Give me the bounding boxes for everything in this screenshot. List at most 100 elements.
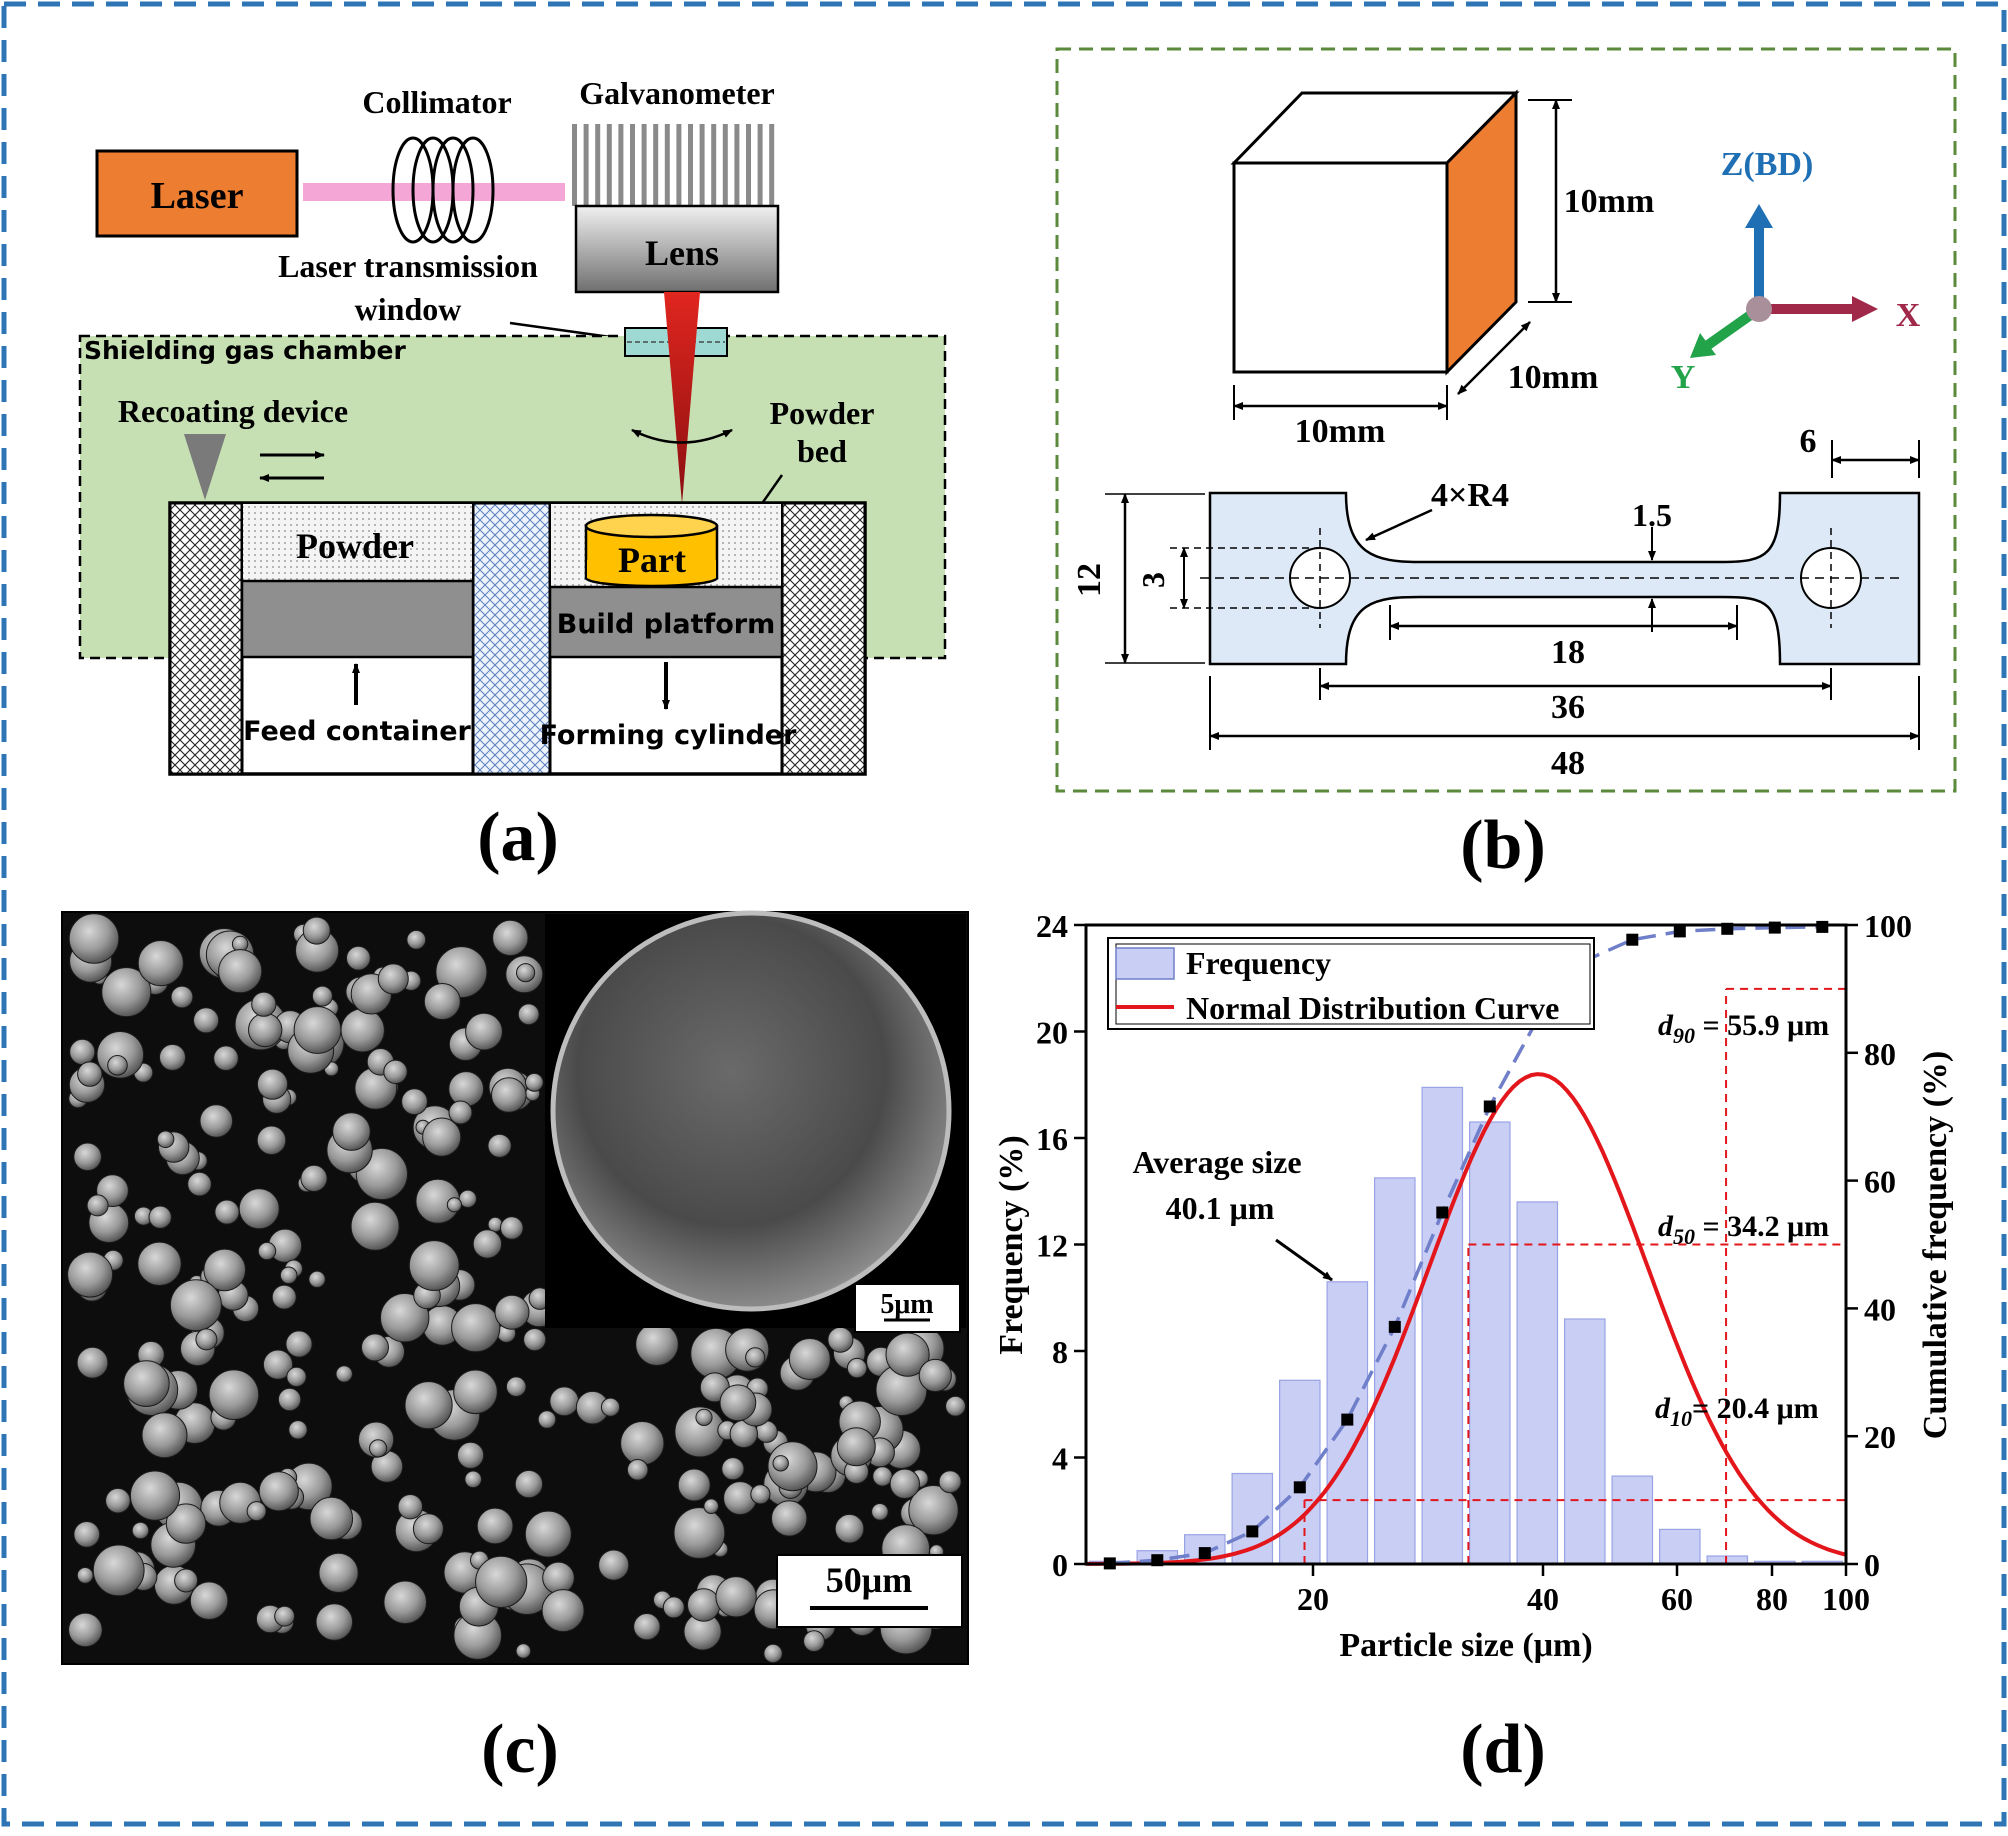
frequency-bar bbox=[1563, 1318, 1606, 1565]
powder-particle bbox=[524, 1072, 544, 1092]
powder-particle bbox=[662, 1596, 685, 1619]
d90-label: d90 = 55.9 μm bbox=[1658, 1009, 1829, 1048]
y2-tick-label: 40 bbox=[1864, 1291, 1896, 1327]
y2-tick-label: 80 bbox=[1864, 1036, 1896, 1072]
powder-particle bbox=[406, 929, 427, 950]
powder-particle bbox=[73, 1521, 101, 1548]
cumulative-curve bbox=[1109, 925, 1823, 1566]
powder-particle bbox=[369, 1439, 388, 1458]
total-dim-label: 48 bbox=[1551, 745, 1585, 782]
powder-particle bbox=[620, 1421, 665, 1466]
powder-particle bbox=[159, 1043, 186, 1071]
y-tick-label: 12 bbox=[1036, 1228, 1068, 1264]
x-tick-label: 40 bbox=[1527, 1581, 1559, 1617]
cube-depth-label: 10mm bbox=[1508, 359, 1599, 396]
frequency-bar bbox=[1278, 1379, 1321, 1565]
powder-particle bbox=[68, 1612, 103, 1648]
powder-particle bbox=[189, 1581, 229, 1620]
powder-label: Powder bbox=[296, 526, 414, 566]
y-tick-label: 24 bbox=[1036, 908, 1068, 944]
frequency-bar bbox=[1421, 1086, 1464, 1565]
powder-particle bbox=[246, 1501, 267, 1522]
reference-lines bbox=[1303, 987, 1846, 1564]
powder-particle bbox=[377, 963, 409, 995]
powder-particle bbox=[311, 985, 333, 1007]
powder-particle bbox=[214, 1199, 240, 1225]
powder-particle bbox=[203, 1248, 246, 1292]
powder-particle bbox=[141, 1412, 188, 1459]
powder-particle bbox=[918, 1358, 952, 1393]
galvanometer-fin bbox=[595, 124, 601, 206]
powder-particle bbox=[332, 1112, 371, 1151]
y2-tick-label: 20 bbox=[1864, 1419, 1896, 1455]
powder-particle bbox=[107, 1055, 128, 1076]
powder-particle bbox=[199, 1104, 234, 1138]
powder-particle bbox=[487, 1133, 512, 1158]
powder-particle bbox=[677, 1468, 711, 1502]
powder-particle bbox=[315, 1603, 354, 1641]
legend-bar-swatch bbox=[1115, 947, 1175, 980]
lens-box bbox=[574, 204, 780, 294]
powder-particle bbox=[537, 1410, 557, 1429]
y2-tick-label: 100 bbox=[1864, 908, 1912, 944]
panel-b-specimens: 10mm 10mm 10mm Z(BD) X Y 4×R4 bbox=[1055, 47, 1957, 884]
cube-height-label: 10mm bbox=[1564, 183, 1655, 220]
axis-x-label: X bbox=[1896, 297, 1921, 334]
cumulative-point bbox=[1483, 1100, 1496, 1113]
powder-particle bbox=[476, 1507, 514, 1545]
powder-particle bbox=[836, 1427, 876, 1467]
powder-particle bbox=[635, 1322, 679, 1366]
galvanometer-fin bbox=[676, 124, 682, 206]
powder-particle bbox=[170, 985, 194, 1009]
powder-particle bbox=[76, 1567, 94, 1584]
powder-particle bbox=[277, 1387, 302, 1412]
powder-particle bbox=[464, 1470, 483, 1489]
powder-particle bbox=[514, 1469, 544, 1499]
powder-particle bbox=[465, 1012, 503, 1051]
lens-label: Lens bbox=[645, 233, 719, 273]
frequency-bar bbox=[1468, 1121, 1511, 1565]
powder-particle bbox=[872, 1466, 893, 1487]
powder-particle bbox=[871, 1503, 889, 1521]
powder-particle bbox=[169, 1279, 222, 1332]
d50-label: d50 = 34.2 μm bbox=[1658, 1210, 1829, 1249]
powder-particle bbox=[889, 1468, 920, 1500]
normal-distribution-curve bbox=[1086, 1072, 1847, 1566]
powder-particle bbox=[174, 1568, 199, 1593]
powder-particle bbox=[412, 1513, 444, 1545]
powder-particle bbox=[262, 1349, 294, 1380]
powder-particle bbox=[448, 1071, 485, 1107]
y-tick-label: 0 bbox=[1052, 1547, 1068, 1583]
collimator-label: Collimator bbox=[362, 84, 511, 120]
x-axis-label: Particle size (μm) bbox=[1339, 1627, 1592, 1664]
window-label-line2: window bbox=[355, 291, 462, 327]
powder-particle bbox=[772, 1455, 789, 1472]
powder-particle bbox=[309, 1496, 354, 1541]
grip-dim-label: 6 bbox=[1800, 423, 1817, 460]
build-platform-label: Build platform bbox=[557, 609, 776, 640]
powder-particle bbox=[300, 1164, 328, 1193]
single-particle bbox=[553, 913, 949, 1309]
legend-curve-label: Normal Distribution Curve bbox=[1186, 990, 1559, 1026]
powder-particle bbox=[945, 1395, 966, 1417]
powder-particle bbox=[491, 1077, 527, 1113]
axis-z-label: Z(BD) bbox=[1721, 146, 1814, 183]
part-cylinder bbox=[584, 513, 719, 588]
powder-particle bbox=[213, 1045, 239, 1071]
recoater-label: Recoating device bbox=[118, 393, 348, 429]
d10-label: d10= 20.4 μm bbox=[1655, 1392, 1819, 1431]
powder-particle bbox=[258, 1471, 299, 1512]
y2-tick-label: 60 bbox=[1864, 1164, 1896, 1200]
powder-particle bbox=[67, 1251, 114, 1298]
powder-particle bbox=[218, 949, 263, 994]
panel-c-sem-image: 5μm 50μm (c) bbox=[61, 910, 969, 1788]
powder-particle bbox=[137, 1241, 182, 1287]
feed-container-label: Feed container bbox=[243, 716, 471, 747]
powder-particle bbox=[285, 1330, 313, 1358]
inset-scale-label: 5μm bbox=[880, 1289, 933, 1320]
y2-tick-label: 0 bbox=[1864, 1547, 1880, 1583]
cumulative-point bbox=[1626, 933, 1639, 946]
x-tick-label: 60 bbox=[1661, 1581, 1693, 1617]
